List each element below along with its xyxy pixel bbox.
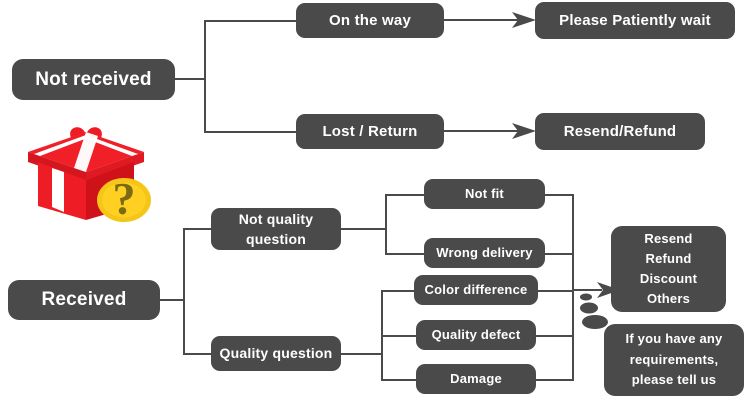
node-on-the-way[interactable]: On the way	[296, 3, 444, 38]
connector-to-not-fit	[385, 194, 424, 196]
node-please-patiently-wait-label: Please Patiently wait	[559, 11, 711, 29]
node-not-quality-question[interactable]: Not quality question	[211, 208, 341, 250]
arrow-merge-to-options	[572, 282, 620, 298]
node-received-label: Received	[41, 289, 127, 311]
option-others: Others	[646, 291, 691, 307]
node-wrong-delivery[interactable]: Wrong delivery	[424, 238, 545, 268]
node-requirements-note[interactable]: If you have any requirements, please tel…	[604, 324, 744, 396]
thought-bubble-dots-icon	[580, 293, 608, 329]
node-not-quality-question-line2: question	[246, 231, 306, 247]
node-not-received[interactable]: Not received	[12, 59, 175, 100]
node-not-received-label: Not received	[35, 68, 152, 90]
connector-to-damage	[381, 379, 416, 381]
option-discount: Discount	[639, 271, 698, 286]
node-color-difference-label: Color difference	[424, 281, 528, 297]
connector-received-stub	[160, 299, 185, 301]
node-please-patiently-wait[interactable]: Please Patiently wait	[535, 2, 735, 39]
node-damage[interactable]: Damage	[416, 364, 536, 394]
connector-to-lost-return	[204, 131, 297, 133]
node-resend-refund-label: Resend/Refund	[563, 122, 677, 140]
note-line-1: If you have any	[625, 330, 723, 346]
node-quality-defect[interactable]: Quality defect	[416, 320, 536, 350]
gift-question-mark: ?	[113, 173, 136, 222]
connector-merge-vertical	[572, 194, 574, 381]
node-received[interactable]: Received	[8, 280, 160, 320]
node-quality-defect-label: Quality defect	[431, 326, 521, 342]
connector-not-received-branch-vertical	[204, 20, 206, 133]
connector-received-branch-vertical	[183, 228, 185, 355]
node-wrong-delivery-label: Wrong delivery	[436, 244, 533, 260]
node-not-quality-question-line1: Not quality	[238, 210, 314, 227]
arrow-on-the-way-to-please-wait	[444, 12, 536, 28]
node-lost-return-label: Lost / Return	[322, 122, 418, 140]
connector-wrong-delivery-merge	[545, 253, 574, 255]
gift-box-question-icon: ?	[28, 127, 151, 222]
node-damage-label: Damage	[450, 370, 502, 386]
note-line-3: please tell us	[631, 372, 717, 388]
node-not-fit-label: Not fit	[465, 185, 504, 201]
connector-not-received-stub	[175, 78, 206, 80]
connector-not-quality-sub-vertical	[385, 194, 387, 254]
connector-to-not-quality-question	[183, 228, 212, 230]
connector-quality-stub	[341, 353, 382, 355]
node-quality-question-label: Quality question	[219, 345, 333, 362]
node-color-difference[interactable]: Color difference	[414, 275, 538, 305]
connector-to-wrong-delivery	[385, 253, 424, 255]
connector-to-color-difference	[381, 290, 416, 292]
connector-to-on-the-way	[204, 20, 297, 22]
connector-not-quality-stub	[341, 228, 386, 230]
option-refund: Refund	[645, 250, 692, 266]
node-resolution-options[interactable]: Resend Refund Discount Others	[611, 226, 726, 312]
connector-to-quality-defect	[381, 335, 416, 337]
node-lost-return[interactable]: Lost / Return	[296, 114, 444, 149]
node-on-the-way-label: On the way	[328, 11, 412, 29]
connector-color-difference-merge	[538, 290, 574, 292]
option-resend: Resend	[644, 230, 693, 246]
node-not-fit[interactable]: Not fit	[424, 179, 545, 209]
connector-quality-defect-merge	[536, 335, 574, 337]
connector-to-quality-question	[183, 353, 212, 355]
arrow-lost-return-to-resend-refund	[444, 123, 536, 139]
note-line-2: requirements,	[629, 351, 719, 367]
connector-not-fit-merge	[545, 194, 574, 196]
node-quality-question[interactable]: Quality question	[211, 336, 341, 371]
connector-damage-merge	[536, 379, 574, 381]
node-resend-refund[interactable]: Resend/Refund	[535, 113, 705, 150]
